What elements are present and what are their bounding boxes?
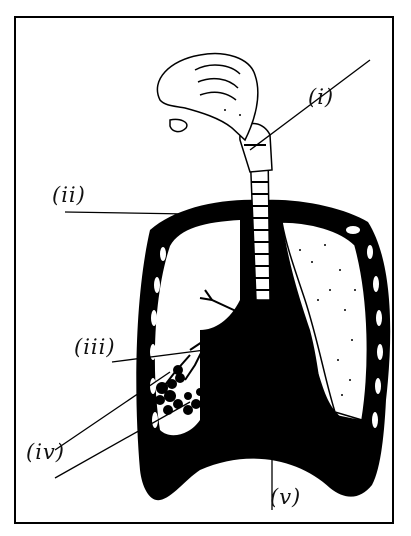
label-v: (v) [270,485,301,509]
nasal-cavity [157,54,257,140]
leader-iii [112,350,205,362]
label-iv: (iv) [26,440,65,464]
label-ii: (ii) [52,183,86,207]
label-iii: (iii) [74,335,116,359]
label-i: (i) [308,85,334,109]
